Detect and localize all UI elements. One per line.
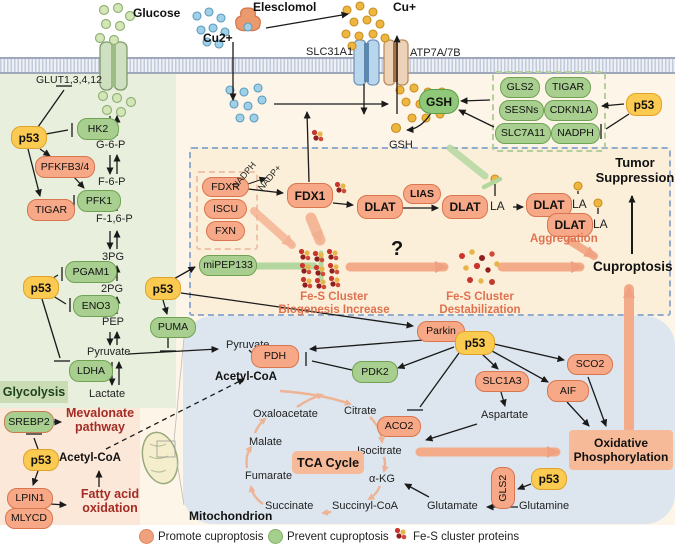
mitochondrion-title: Mitochondrion — [189, 509, 273, 523]
mipep133-node: miPEP133 — [199, 255, 257, 276]
slc7a11-node: SLC7A11 — [495, 123, 551, 144]
oxaloacetate-label: Oxaloacetate — [253, 408, 318, 420]
citrate-label: Citrate — [344, 405, 377, 417]
elesclomol-label: Elesclomol — [253, 0, 317, 14]
fes-biogenesis-label: Fe-S Cluster Biogenesis Increase — [276, 291, 392, 317]
fdxr-node: FDXR — [202, 177, 249, 197]
promote-cuproptosis-label: Promote cuproptosis — [158, 531, 264, 543]
prevent-cuproptosis-label: Prevent cuproptosis — [287, 531, 389, 543]
nadph-node: NADPH — [551, 123, 600, 144]
tca-cycle-label: TCA Cycle — [292, 451, 364, 474]
eno3-node: ENO3 — [73, 295, 119, 317]
cu2-label: Cu2+ — [203, 31, 233, 45]
fumarate-label: Fumarate — [245, 470, 293, 482]
tumor-suppression-label: Tumor Suppression — [595, 155, 675, 185]
dlat-node-4: DLAT — [547, 213, 593, 237]
lias-node: LIAS — [403, 184, 441, 204]
lpin1-node: LPIN1 — [7, 488, 53, 509]
p53-node-glutamine: p53 — [531, 468, 567, 490]
pdk2-node: PDK2 — [352, 361, 398, 383]
cu1-label: Cu+ — [393, 0, 417, 14]
atp7ab-label: ATP7A/7B — [410, 47, 461, 59]
pfkfb34-node: PFKFB3/4 — [35, 156, 95, 178]
slc1a3-node: SLC1A3 — [475, 371, 529, 392]
pfk1-node: PFK1 — [77, 190, 121, 212]
succinyl-coa-label: Succinyl-CoA — [332, 500, 399, 512]
3pg-label: 3PG — [102, 251, 125, 263]
fes-cluster-proteins-label: Fe-S cluster proteins — [413, 531, 520, 543]
fes-destabilization-line1: Fe-S Cluster — [446, 291, 514, 303]
gls2-node-antioxidant: GLS2 — [500, 77, 540, 98]
p53-node-center: p53 — [145, 277, 181, 300]
akg-label: α-KG — [369, 473, 395, 485]
fes-destabilization-label: Fe-S Cluster Destabilization — [430, 291, 530, 317]
glutamate-label: Glutamate — [427, 500, 478, 512]
p53-node-antioxidant: p53 — [626, 93, 662, 116]
dlat-node-2: DLAT — [442, 195, 488, 219]
f16p-label: F-1,6-P — [96, 213, 133, 225]
p53-node-glycolysis-mid: p53 — [23, 276, 59, 299]
prevent-cuproptosis-icon — [268, 529, 283, 544]
gls2-node-mito: GLS2 — [491, 467, 515, 509]
aco2-node: ACO2 — [377, 416, 421, 437]
cdkn1a-node: CDKN1A — [544, 100, 598, 121]
sco2-node: SCO2 — [567, 354, 613, 375]
fdx1-node: FDX1 — [287, 183, 333, 208]
iscu-node: ISCU — [204, 199, 247, 219]
tigar-node-antioxidant: TIGAR — [545, 77, 591, 98]
slc31a1-label: SLC31A1 — [306, 46, 354, 58]
dlat-node-1: DLAT — [357, 195, 403, 219]
sesns-node: SESNs — [499, 100, 544, 121]
mevalonate-pathway-label: Mevalonate pathway — [65, 406, 135, 435]
promote-cuproptosis-icon — [139, 529, 154, 544]
aggregation-label: Aggregation — [530, 233, 598, 245]
isocitrate-label: Isocitrate — [357, 445, 402, 457]
g6p-label: G-6-P — [96, 139, 126, 151]
pdh-node: PDH — [251, 345, 299, 368]
pgam1-node: PGAM1 — [65, 261, 117, 283]
p53-node-lipid: p53 — [23, 449, 59, 471]
fxn-node: FXN — [206, 221, 245, 241]
fes-biogenesis-line1: Fe-S Cluster — [300, 291, 368, 303]
acetyl-coa-label-mito: Acetyl-CoA — [215, 371, 277, 383]
glycolysis-title: Glycolysis — [0, 381, 68, 403]
aspartate-label: Aspartate — [481, 409, 529, 421]
aif-node: AIF — [547, 380, 589, 402]
hk2-node: HK2 — [77, 118, 119, 140]
oxidative-phosphorylation-label: Oxidative Phosphorylation — [569, 430, 673, 470]
tigar-node: TIGAR — [27, 199, 75, 221]
glucose-label: Glucose — [133, 6, 181, 20]
cuproptosis-label: Cuproptosis — [593, 259, 673, 274]
gsh-node: GSH — [419, 89, 459, 114]
gls2-vertical-text: GLS2 — [496, 474, 509, 502]
fes-destabilization-line2: Destabilization — [439, 304, 521, 317]
la-label-3: LA — [593, 217, 608, 231]
2pg-label: 2PG — [101, 283, 124, 295]
la-label-1: LA — [490, 199, 505, 213]
fatty-acid-oxidation-label: Fatty acid oxidation — [80, 487, 140, 516]
la-label-2: LA — [572, 197, 587, 211]
pep-label: PEP — [102, 316, 125, 328]
glutamine-label: Glutamine — [519, 500, 570, 512]
succinate-label: Succinate — [265, 500, 314, 512]
srebp2-node: SREBP2 — [4, 411, 54, 433]
lactate-label: Lactate — [89, 388, 126, 400]
mlycd-node: MLYCD — [5, 508, 53, 529]
fes-biogenesis-line2: Biogenesis Increase — [278, 304, 390, 317]
legend-strip — [0, 525, 675, 548]
acetyl-coa-label-lipid: Acetyl-CoA — [59, 452, 121, 464]
p53-node-mito: p53 — [455, 331, 495, 355]
malate-label: Malate — [249, 436, 283, 448]
puma-node: PUMA — [150, 317, 196, 338]
pyruvate-label-glycolysis: Pyruvate — [87, 346, 131, 358]
ldha-node: LDHA — [69, 360, 113, 382]
f6p-label: F-6-P — [98, 176, 126, 188]
question-mark-label: ? — [391, 238, 404, 260]
plasma-membrane — [0, 57, 675, 74]
gsh-small-label: GSH — [389, 139, 413, 151]
p53-node-glycolysis-top: p53 — [11, 126, 47, 149]
glut-transporter-label: GLUT1,3,4,12 — [36, 74, 102, 86]
